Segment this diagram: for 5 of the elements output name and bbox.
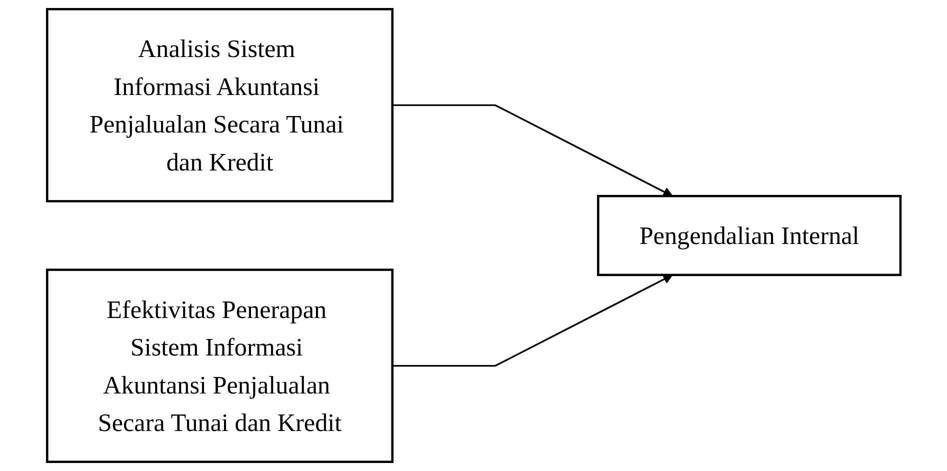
node-box: Pengendalian Internal (596, 194, 902, 276)
node-box: Analisis Sistem Informasi Akuntansi Penjalualan Secara Tunai dan Kredit (46, 8, 394, 202)
arrow (392, 274, 673, 367)
arrow (392, 104, 673, 197)
node-box: Efektivitas Penerapan Sistem Informasi Akuntansi Penjalualan Secara Tunai dan Kredit (46, 268, 394, 463)
